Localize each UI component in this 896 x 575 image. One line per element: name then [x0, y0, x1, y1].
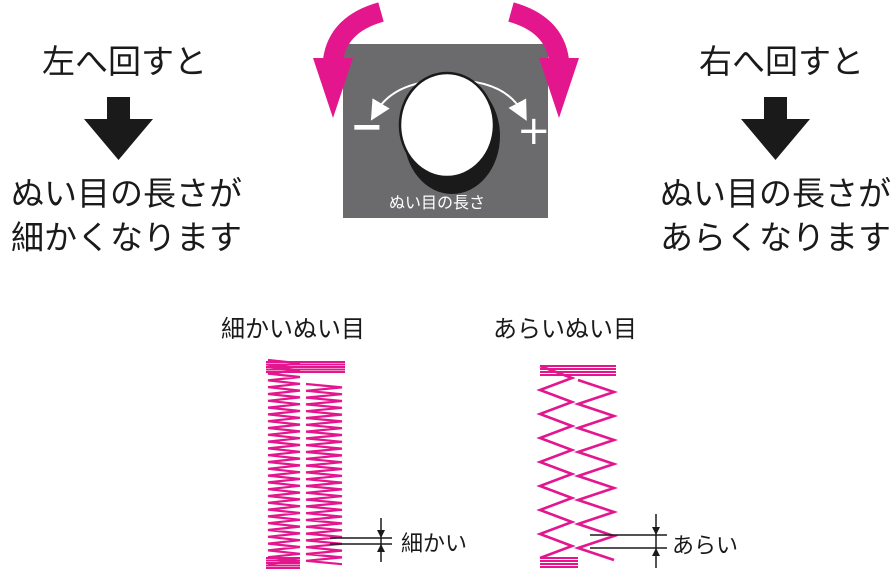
right-heading: 右へ回すと [699, 42, 864, 81]
coarse-stitch-column-right [573, 378, 619, 562]
rotate-right-arrow-icon [507, 2, 579, 118]
coarse-marker-label: あらい [672, 534, 739, 559]
coarse-dimension-marker [590, 514, 667, 568]
coarse-stitch-column-left [536, 364, 576, 560]
plus-sign: + [517, 108, 551, 154]
fine-marker-label: 細かい [401, 532, 468, 557]
down-arrow-icon [741, 97, 810, 160]
coarse-bartacks [540, 365, 616, 568]
down-arrow-icon [84, 97, 153, 160]
fine-stitch-column-left [267, 358, 301, 566]
fine-stitch-column-right [305, 382, 343, 566]
coarse-title: あらいぬい目 [493, 315, 637, 343]
fine-bartacks [266, 361, 345, 569]
left-result-line1: ぬい目の長さが [11, 174, 242, 213]
rotate-left-arrow-icon [313, 2, 385, 118]
left-heading: 左へ回すと [42, 42, 207, 81]
dial-label: ぬい目の長さ [389, 193, 486, 212]
fine-title: 細かいぬい目 [221, 315, 365, 343]
minus-sign: − [350, 104, 384, 150]
right-result-line1: ぬい目の長さが [660, 174, 891, 213]
left-result-line2: 細かくなります [11, 218, 242, 257]
dial-knob-icon [398, 71, 500, 194]
fine-dimension-marker [330, 518, 392, 562]
right-result-line2: あらくなります [660, 218, 891, 257]
